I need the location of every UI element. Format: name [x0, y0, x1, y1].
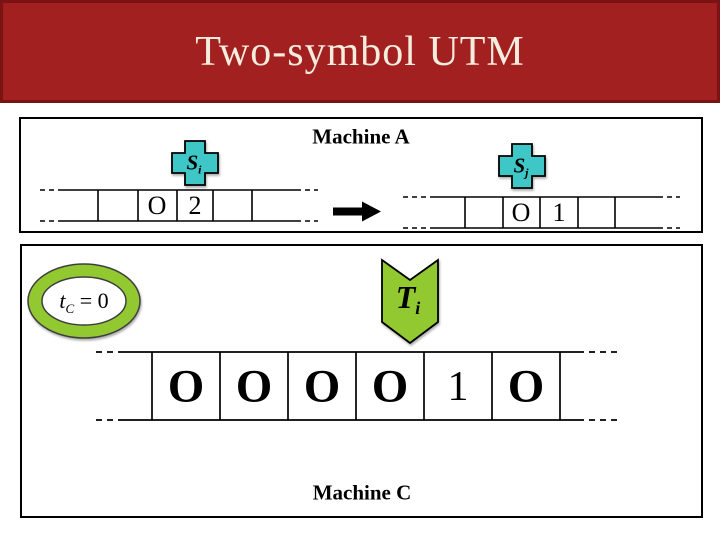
title-band: Two-symbol UTM — [0, 0, 720, 103]
time-counter-sub: C — [65, 300, 75, 316]
tape-cell: O — [167, 360, 205, 413]
tape-cell: 2 — [188, 191, 202, 220]
state-before-sub: i — [198, 162, 202, 177]
state-cross-after-icon — [498, 143, 546, 189]
state-after-sub: j — [525, 165, 529, 180]
state-after-base: S — [513, 153, 526, 178]
state-before-base: S — [186, 150, 199, 175]
time-counter-label: tC = 0 — [59, 288, 109, 315]
tape-cell: O — [147, 191, 167, 220]
tape-cell: 1 — [447, 364, 469, 410]
tape-before — [40, 189, 318, 222]
transition-sub: i — [415, 298, 421, 319]
tape-cell: 1 — [552, 198, 566, 227]
time-counter-base: t — [59, 288, 66, 313]
transition-label: Ti — [395, 279, 421, 317]
tape-cell: O — [235, 360, 273, 413]
state-cross-before-icon — [171, 140, 219, 186]
tape-cell: O — [507, 360, 545, 413]
machine-c-label: Machine C — [312, 480, 412, 505]
time-counter-value: = 0 — [74, 288, 109, 313]
transition-chevron-icon — [381, 258, 439, 345]
tape-after — [403, 196, 680, 229]
page-title: Two-symbol UTM — [195, 28, 525, 75]
tape-cell: O — [371, 360, 409, 413]
machine-a-label: Machine A — [312, 124, 410, 149]
state-after-label: Sj — [513, 153, 529, 180]
tape-machine-c — [96, 351, 622, 421]
tape-cell: O — [511, 198, 531, 227]
tape-cell: O — [303, 360, 341, 413]
right-arrow-icon — [333, 201, 381, 222]
time-counter-ellipse-icon — [27, 263, 141, 339]
transition-base: T — [395, 279, 416, 315]
state-before-label: Si — [186, 150, 202, 177]
